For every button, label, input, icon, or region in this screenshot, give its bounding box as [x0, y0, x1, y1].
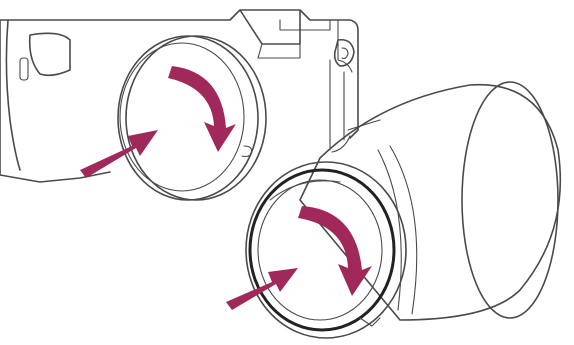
camera-grip — [6, 20, 70, 170]
camera-side-edge — [330, 60, 344, 150]
lens-front-cap — [226, 162, 406, 338]
rotate-arrow-body-cap — [168, 66, 236, 152]
lens-rear-end — [462, 82, 558, 318]
lens-cap-ring — [250, 170, 394, 330]
camera-body — [0, 10, 358, 182]
strap-lug-inner — [342, 48, 348, 59]
lens-band-1 — [332, 120, 380, 152]
rotate-arrow-lens-cap — [298, 206, 372, 296]
lens-cap-face — [258, 180, 382, 320]
lens-band-2 — [378, 150, 401, 310]
lens-barrel — [300, 85, 560, 320]
grip-slot — [20, 58, 28, 80]
mount-ring-back — [126, 36, 266, 200]
body-cap-face — [120, 43, 244, 191]
body-cap-rim — [118, 36, 258, 200]
lens-cap-notch — [360, 318, 380, 326]
lens — [300, 82, 560, 320]
body-cap-tab — [242, 146, 252, 157]
body-cap — [80, 36, 266, 200]
camera-body-outline — [0, 10, 358, 182]
